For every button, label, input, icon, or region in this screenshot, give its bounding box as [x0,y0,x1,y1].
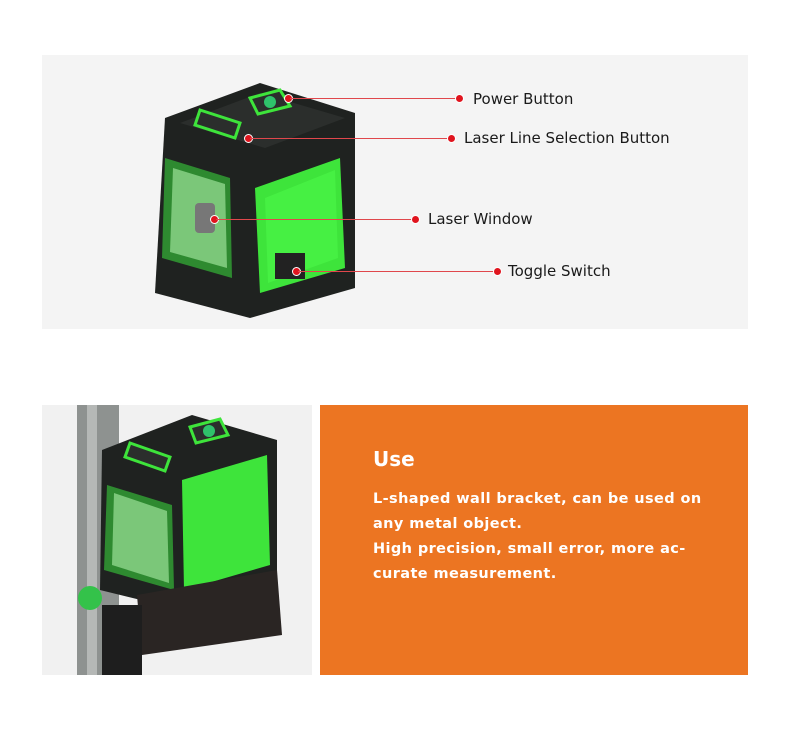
callout-end-dot-laser-line [447,134,456,143]
callout-toggle-switch: Toggle Switch [508,262,611,280]
callout-line-window [216,219,416,220]
callout-power-button: Power Button [473,90,574,108]
use-text-line: L-shaped wall bracket, can be used on [373,491,702,507]
use-text-line: High precision, small error, more ac- [373,541,686,557]
callout-end-dot-toggle [493,267,502,276]
callout-laser-line-selection: Laser Line Selection Button [464,129,670,147]
use-title: Use [373,447,415,471]
callout-laser-window: Laser Window [428,210,533,228]
callout-line-toggle [298,271,498,272]
callout-line-power [290,98,460,99]
callout-end-dot-window [411,215,420,224]
laser-level-illustration [155,83,355,318]
use-text-line: curate measurement. [373,566,557,582]
use-text-line: any metal object. [373,516,523,532]
callout-line-laser-line [250,138,452,139]
callout-end-dot-power [455,94,464,103]
bracket-photo [42,405,312,675]
use-info-panel: Use L-shaped wall bracket, can be used o… [320,405,748,675]
